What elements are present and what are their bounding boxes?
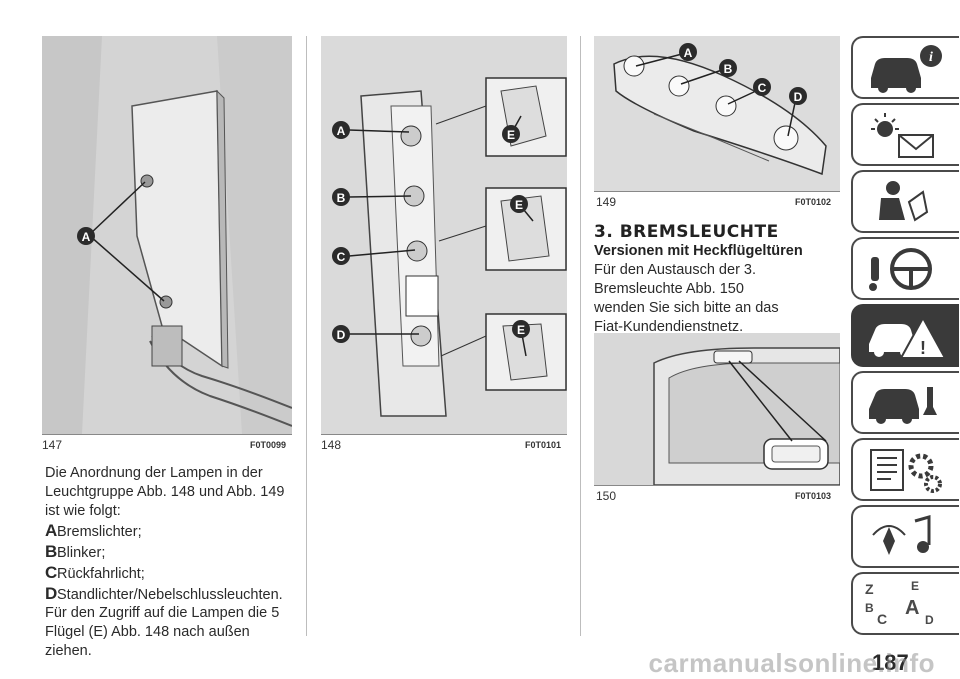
figure-150-code: F0T0103: [795, 491, 832, 501]
figure-147-code: F0T0099: [250, 440, 287, 450]
technical-data-icon: [870, 449, 942, 493]
legend-letter: C: [45, 563, 58, 582]
lamp-legend: A Bremslichter; B Blinker; C Rückfahrlic…: [45, 521, 297, 605]
tab-safety[interactable]: [851, 170, 959, 233]
tab-index[interactable]: Z E B A C D: [851, 572, 959, 635]
figure-147-caption-rule: [42, 434, 292, 435]
lamp-access-instruction: Für den Zugriff auf die Lampen die 5 Flü…: [45, 605, 280, 659]
safety-airbag-icon: [879, 181, 929, 222]
figure-148-caption-rule: [321, 434, 567, 435]
tab-car-info[interactable]: i: [851, 36, 959, 99]
label-d-148: D: [337, 328, 346, 342]
tab-multimedia[interactable]: [851, 505, 959, 568]
figure-148-callouts: A B C D E E E: [332, 115, 534, 357]
legend-letter: D: [45, 584, 58, 603]
tab-starting-driving[interactable]: [851, 237, 959, 300]
label-a-149: A: [684, 46, 693, 60]
legend-item-c: C Rückfahrlicht;: [45, 563, 297, 584]
label-d-149: D: [794, 90, 803, 104]
label-e3-148: E: [517, 323, 525, 337]
legend-text: Standlichter/Nebelschlussleuchten.: [57, 587, 283, 603]
figure-149-caption-rule: [594, 191, 840, 192]
figure-147-image: [42, 36, 292, 434]
svg-text:A: A: [905, 597, 919, 619]
tab-dashboard-lights[interactable]: [851, 103, 959, 166]
figure-149-code: F0T0102: [795, 197, 832, 207]
figure-148-number: 148: [321, 438, 342, 452]
multimedia-icon: [872, 515, 931, 555]
figure-150-image: [594, 333, 840, 485]
legend-item-b: B Blinker;: [45, 542, 297, 563]
lamp-arrangement-intro: Die Anordnung der Lampen in der Leuchtgr…: [45, 465, 285, 519]
svg-text:!: !: [920, 338, 926, 358]
emergency-warning-icon: !: [869, 315, 947, 359]
label-a-148: A: [337, 124, 346, 138]
car-maintenance-icon: [869, 387, 937, 424]
figure-149-callouts: A B C D: [635, 43, 807, 137]
figure-149-number: 149: [596, 195, 617, 209]
label-c-149: C: [758, 81, 767, 95]
label-e1-148: E: [507, 128, 515, 142]
figure-150-number: 150: [596, 489, 617, 503]
label-c-148: C: [337, 250, 346, 264]
page-number: 187: [872, 650, 909, 675]
figure-148-code: F0T0101: [525, 440, 562, 450]
steering-wheel-icon: [869, 248, 932, 291]
figure-147-number: 147: [42, 438, 63, 452]
label-b-148: B: [337, 191, 346, 205]
legend-item-d: D Standlichter/Nebelschlussleuchten.: [45, 584, 297, 605]
legend-text: Blinker;: [57, 545, 106, 561]
dashboard-lights-icon: [871, 113, 934, 158]
label-e2-148: E: [515, 198, 523, 212]
legend-letter: B: [45, 542, 58, 561]
figure-148-image: [321, 36, 567, 434]
column-divider-right: [580, 36, 581, 636]
svg-text:B: B: [865, 601, 874, 615]
section-heading: 3. BREMSLEUCHTE: [594, 222, 779, 242]
column-divider-left: [306, 36, 307, 636]
svg-text:C: C: [877, 611, 887, 627]
tab-technical-data[interactable]: [851, 438, 959, 501]
label-a-147: A: [82, 230, 91, 244]
label-b-149: B: [724, 62, 733, 76]
brake-light-paragraph: Für den Austausch der 3. Bremsleuchte Ab…: [594, 262, 779, 335]
svg-text:i: i: [929, 50, 933, 65]
section-subheading: Versionen mit Heckflügeltüren: [594, 243, 803, 259]
watermark: carmanualsonline.info: [648, 648, 935, 678]
figure-150-caption-rule: [594, 485, 840, 486]
svg-text:D: D: [925, 613, 934, 627]
legend-text: Bremslichter;: [57, 524, 142, 540]
tab-emergency[interactable]: !: [851, 304, 959, 367]
figure-147-callouts: A: [77, 181, 165, 302]
tab-maintenance[interactable]: [851, 371, 959, 434]
legend-letter: A: [45, 521, 58, 540]
figure-149-image: [594, 36, 840, 191]
legend-text: Rückfahrlicht;: [57, 566, 145, 582]
alphabetical-index-icon: Z E B A C D: [865, 579, 934, 627]
svg-text:E: E: [911, 579, 919, 593]
svg-text:Z: Z: [865, 581, 874, 597]
legend-item-a: A Bremslichter;: [45, 521, 297, 542]
car-info-icon: i: [871, 45, 942, 93]
